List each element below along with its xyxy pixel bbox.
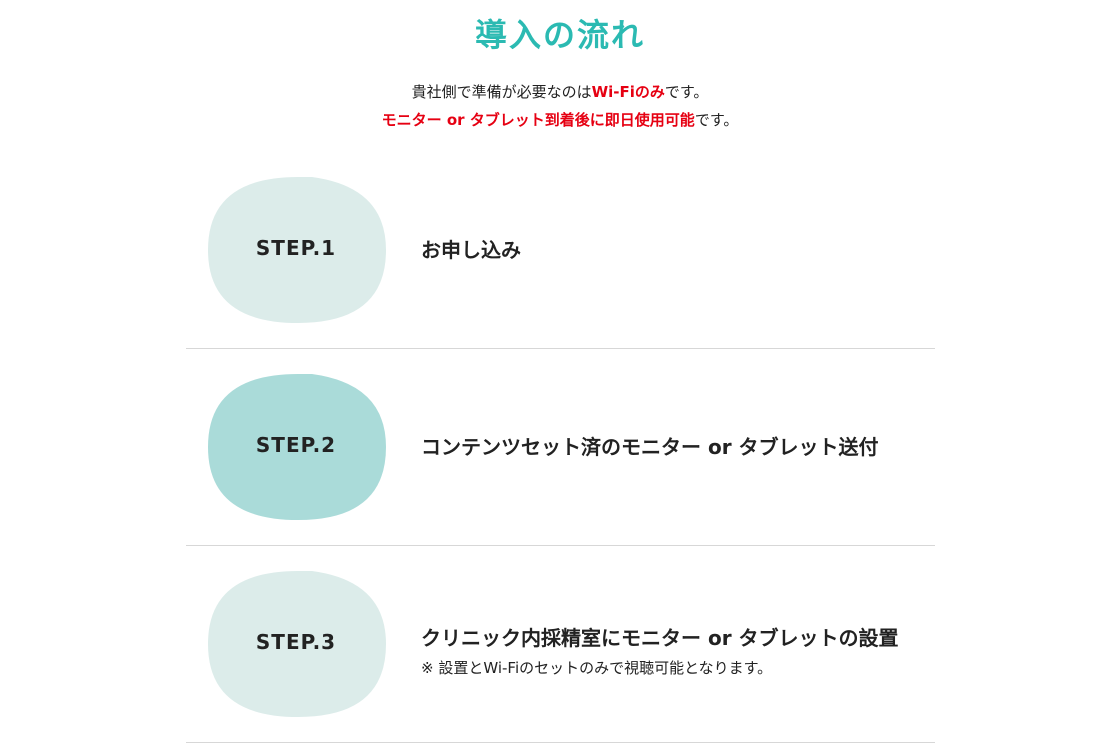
step-2-drop-icon <box>208 374 386 520</box>
step-3-note: ※ 設置とWi-Fiのセットのみで視聴可能となります。 <box>421 659 773 677</box>
step-3-drop-icon <box>208 571 386 717</box>
intro-line-1-suffix: です。 <box>664 83 709 101</box>
step-1-content: お申し込み <box>421 234 931 263</box>
step-2-content: コンテンツセット済のモニター or タブレット送付 <box>421 431 931 460</box>
intro-line-1-text: 貴社側で準備が必要なのは <box>411 83 592 101</box>
step-2: STEP.2 コンテンツセット済のモニター or タブレット送付 <box>186 349 935 546</box>
intro-highlight-wifi: Wi-Fiのみ <box>591 83 665 101</box>
step-2-title: コンテンツセット済のモニター or タブレット送付 <box>421 435 879 459</box>
step-3-title: クリニック内採精室にモニター or タブレットの設置 <box>421 626 899 650</box>
step-3-label: STEP.3 <box>255 630 337 654</box>
step-1-drop-icon <box>208 177 386 323</box>
intro-text: 貴社側で準備が必要なのはWi-Fiのみです。 モニター or タブレット到着後に… <box>0 78 1120 134</box>
step-1-label: STEP.1 <box>255 236 337 260</box>
step-3-content: クリニック内採精室にモニター or タブレットの設置 ※ 設置とWi-Fiのセッ… <box>421 622 931 678</box>
step-2-label: STEP.2 <box>255 433 337 457</box>
page-title: 導入の流れ <box>474 16 645 55</box>
intro-line-2: モニター or タブレット到着後に即日使用可能です。 <box>0 106 1120 134</box>
step-3: STEP.3 クリニック内採精室にモニター or タブレットの設置 ※ 設置とW… <box>186 546 935 743</box>
steps-list: STEP.1 お申し込み STEP.2 コンテンツセット済のモニター or タブ… <box>186 152 935 743</box>
intro-line-2-suffix: です。 <box>694 111 739 129</box>
step-1: STEP.1 お申し込み <box>186 152 935 349</box>
step-1-title: お申し込み <box>421 238 521 262</box>
intro-highlight-same-day: モニター or タブレット到着後に即日使用可能 <box>381 111 695 129</box>
intro-line-1: 貴社側で準備が必要なのはWi-Fiのみです。 <box>0 78 1120 106</box>
